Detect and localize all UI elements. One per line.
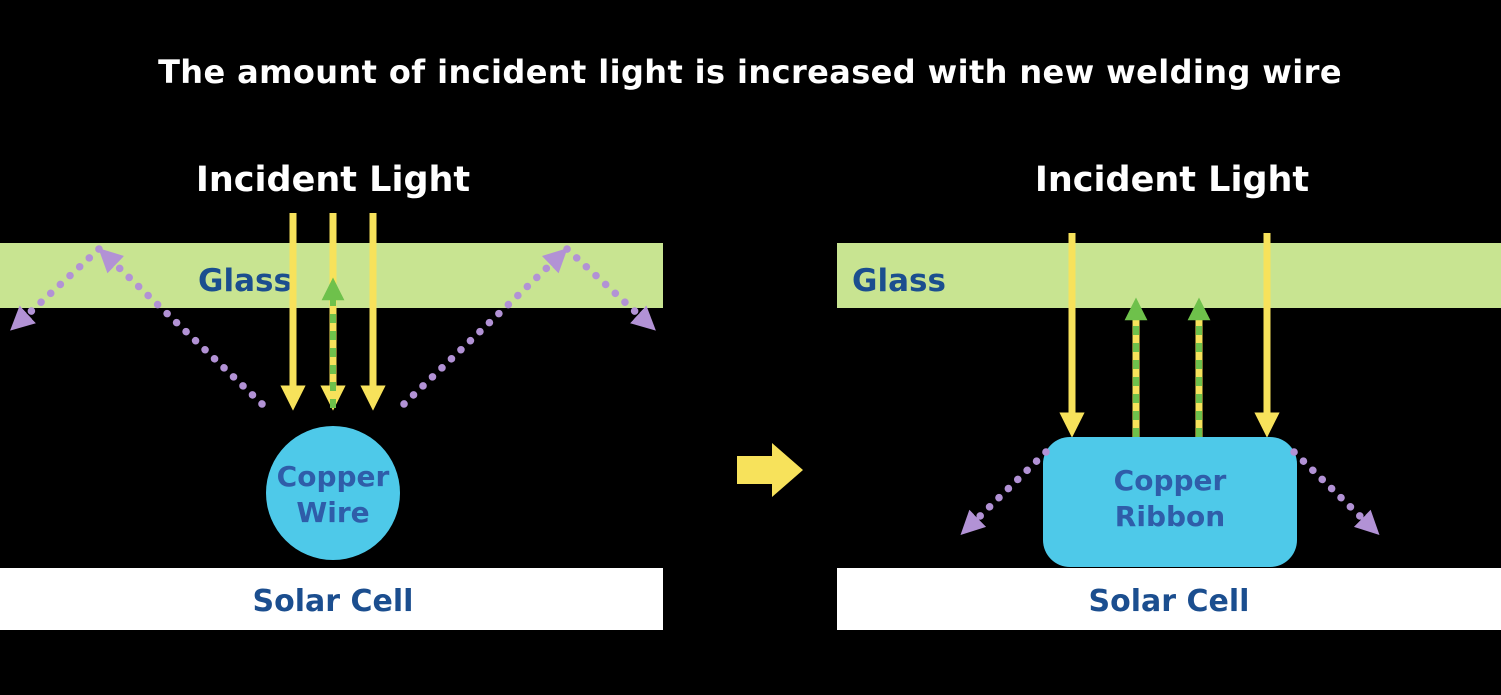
lost-ray-up-right (400, 248, 568, 408)
deflected-ray-left (960, 448, 1050, 536)
copper-ribbon-label-line1: Copper (1114, 464, 1227, 497)
lost-ray-out-left (10, 245, 103, 331)
copper-wire-label-line2: Wire (296, 496, 369, 529)
copper-wire-shape (266, 426, 400, 560)
solar-cell-label: Solar Cell (1089, 584, 1250, 619)
glass-label: Glass (852, 263, 946, 299)
copper-ribbon-label-line2: Ribbon (1115, 500, 1225, 533)
incident-light-label: Incident Light (196, 160, 470, 200)
right-panel: Incident Light Glass Copper Ribbon Solar… (837, 160, 1501, 630)
left-panel: Incident Light Glass Copper Wire Solar C… (0, 160, 663, 630)
solar-cell-label: Solar Cell (253, 584, 414, 619)
deflected-ray-right (1290, 448, 1380, 536)
copper-ribbon-shape (1043, 437, 1297, 567)
glass-label: Glass (198, 263, 292, 299)
solar-cell-layer (837, 568, 1501, 630)
lost-ray-up-left (98, 248, 266, 408)
page-title: The amount of incident light is increase… (158, 53, 1342, 91)
lost-ray-out-right (563, 245, 656, 331)
solar-cell-layer (0, 568, 663, 630)
copper-wire-label-line1: Copper (277, 460, 390, 493)
incident-light-label: Incident Light (1035, 160, 1309, 200)
transform-arrow-icon (737, 443, 803, 497)
glass-layer (837, 243, 1501, 308)
